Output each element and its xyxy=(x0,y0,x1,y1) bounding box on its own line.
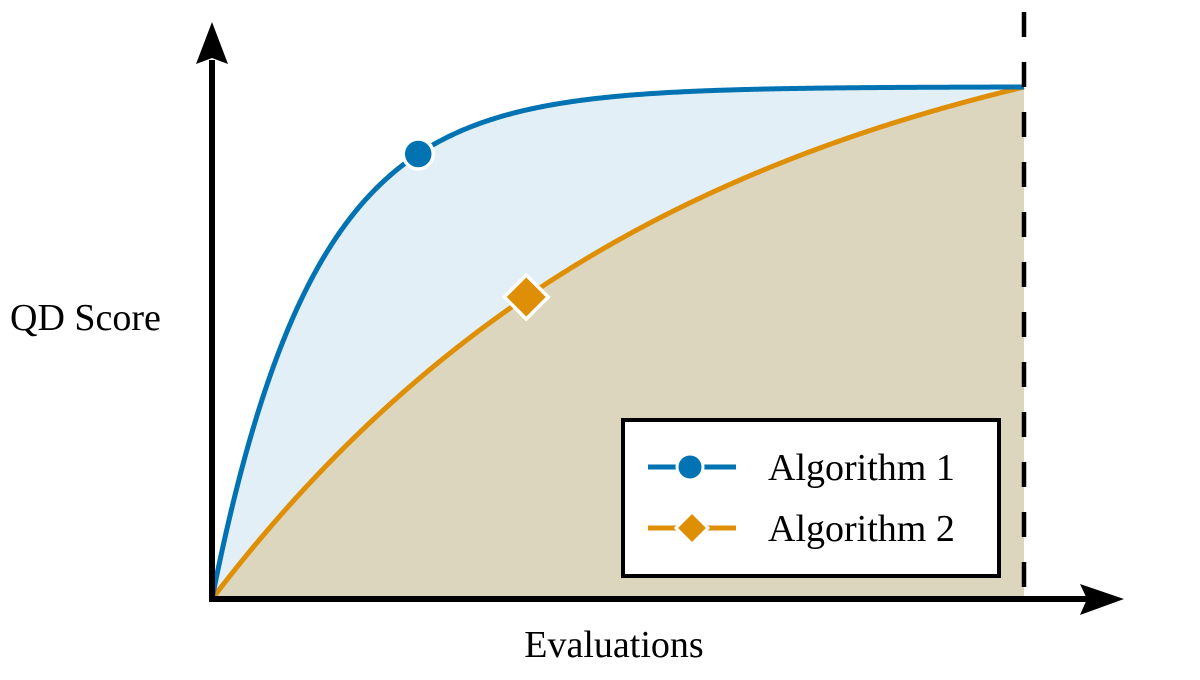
algorithm-2-line xyxy=(210,84,1025,601)
legend-circle-marker-icon xyxy=(675,452,705,482)
legend-label-algorithm-2: Algorithm 2 xyxy=(768,508,955,550)
x-axis-arrow-icon xyxy=(1080,584,1124,615)
algorithm-1-circle-marker xyxy=(401,137,435,171)
algorithm-1-line xyxy=(209,84,1024,600)
legend: Algorithm 1 Algorithm 2 xyxy=(621,418,1001,578)
legend-label-algorithm-1: Algorithm 1 xyxy=(768,447,955,489)
algorithm-2-diamond-marker xyxy=(501,272,551,322)
legend-box xyxy=(621,418,1001,578)
legend-diamond-marker-icon xyxy=(673,509,711,547)
x-axis-label: Evaluations xyxy=(524,624,703,666)
y-axis-arrow-icon xyxy=(196,22,228,64)
legend-item-algorithm-1: Algorithm 1 xyxy=(648,447,955,489)
legend-item-algorithm-2: Algorithm 2 xyxy=(648,508,955,550)
y-axis-label: QD Score xyxy=(10,297,161,339)
